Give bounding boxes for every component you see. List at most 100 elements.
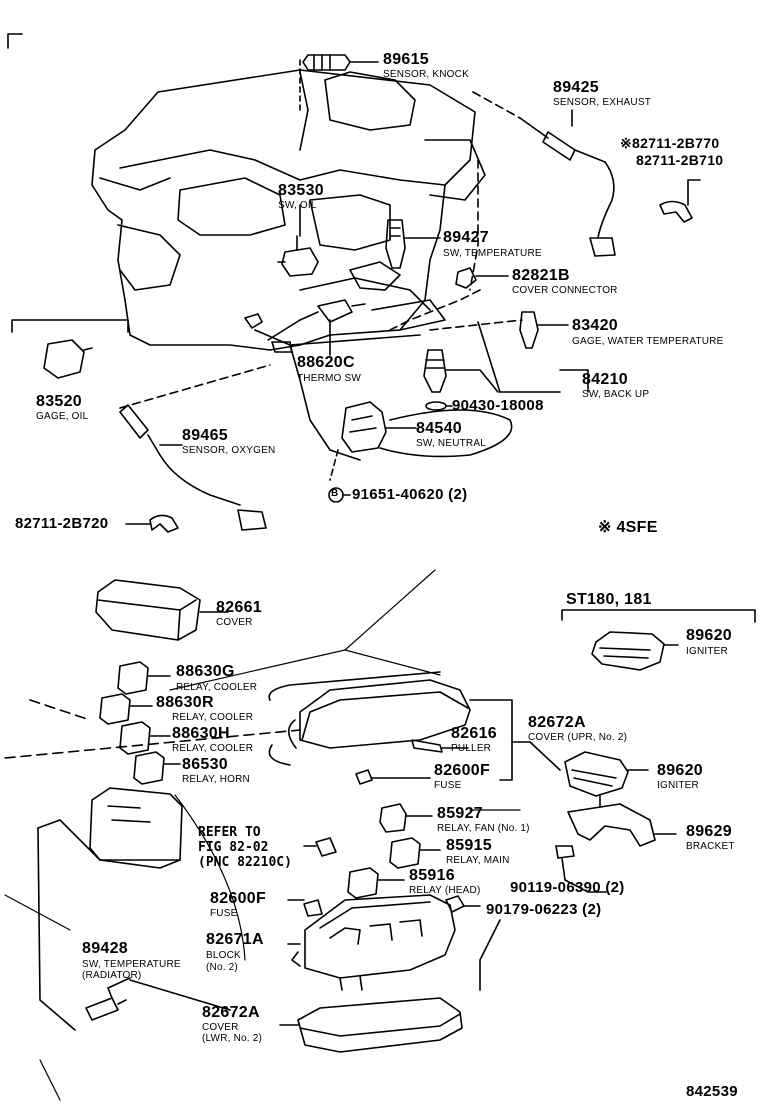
part-89425-number: 89425: [553, 79, 599, 96]
part-82672a-upr-number: 82672A: [528, 714, 586, 731]
refer-note-line-3: (PNC 82210C): [198, 855, 292, 870]
part-89620-upper-number: 89620: [686, 627, 732, 644]
relay-main-illustration: [389, 837, 441, 869]
part-82661-number: 82661: [216, 599, 262, 616]
oxygen-sensor-illustration: [119, 364, 271, 531]
part-84210-number: 84210: [582, 371, 628, 388]
radiator-temp-switch-illustration: [85, 977, 131, 1021]
refer-note-line-1: REFER TO: [198, 825, 261, 840]
part-83520-number: 83520: [36, 393, 82, 410]
part-82821b-number: 82821B: [512, 267, 570, 284]
part-86530-number: 86530: [182, 756, 228, 773]
clip-82711-2b720-illustration: [149, 514, 179, 533]
exhaust-sensor-illustration: [519, 109, 616, 257]
part-82672a-lwr-desc-1: COVER: [202, 1022, 239, 1033]
part-89428-desc-2: (RADIATOR): [82, 970, 142, 981]
diagram-number: 842539: [686, 1083, 738, 1100]
relay-block-base-illustration: [37, 787, 183, 1031]
washer-illustration: [425, 401, 447, 411]
part-88630h-number: 88630H: [172, 725, 230, 742]
part-85916-number: 85916: [409, 867, 455, 884]
water-temp-gauge-illustration: [429, 311, 569, 349]
part-88630r-desc: RELAY, COOLER: [172, 712, 254, 723]
part-82672a-lwr-number: 82672A: [202, 1004, 260, 1021]
relay-fan-illustration: [379, 803, 433, 833]
part-88630r-number: 88630R: [156, 694, 214, 711]
part-82616-number: 82616: [451, 725, 497, 742]
part-82600f-upper-number: 82600F: [434, 762, 491, 779]
part-89615-desc: SENSOR, KNOCK: [383, 69, 469, 80]
part-90430-number: 90430-18008: [452, 397, 544, 414]
relay-horn-illustration: [133, 751, 181, 785]
part-88620c-desc: THERMO SW: [297, 373, 362, 384]
clip-82711-2b710-illustration: [659, 200, 693, 223]
backup-switch-illustration: [423, 321, 589, 393]
part-82672a-upr-desc: COVER (UPR, No. 2): [528, 732, 628, 743]
relay-cooler-r-illustration: [99, 693, 153, 725]
part-88620c-number: 88620C: [297, 354, 355, 371]
relay-cooler-h-illustration: [119, 721, 171, 755]
part-82711-2b710-number: 82711-2B710: [636, 152, 724, 168]
cover-connector-illustration: [455, 267, 477, 289]
temp-switch-89427-illustration: [385, 219, 441, 269]
part-83520-desc: GAGE, OIL: [36, 411, 89, 422]
part-83530-desc: SW, OIL: [278, 200, 317, 211]
oil-gauge-illustration: [11, 319, 129, 379]
part-89428-desc-1: SW, TEMPERATURE: [82, 959, 181, 970]
part-85915-number: 85915: [446, 837, 492, 854]
knock-sensor-illustration: [302, 54, 379, 71]
part-82600f-lower-number: 82600F: [210, 890, 267, 907]
part-82600f-lower-desc: FUSE: [210, 908, 238, 919]
refer-fuse-illustration: [315, 837, 337, 857]
part-84210-desc: SW, BACK UP: [582, 389, 650, 400]
bolt-illustration: [555, 845, 607, 893]
part-89615-number: 89615: [383, 51, 429, 68]
oil-switch-illustration: [277, 204, 319, 277]
part-89427-desc: SW, TEMPERATURE: [443, 248, 542, 259]
part-84540-number: 84540: [416, 420, 462, 437]
part-89465-desc: SENSOR, OXYGEN: [182, 445, 276, 456]
part-83420-desc: GAGE, WATER TEMPERATURE: [572, 336, 724, 347]
fuse-82600f-upper-illustration: [355, 769, 373, 785]
model-group-label: ST180, 181: [566, 591, 652, 608]
thermo-switch-illustration: [267, 299, 366, 356]
part-89427-number: 89427: [443, 229, 489, 246]
fuse-82600f-lower-illustration: [303, 899, 323, 917]
part-89629-desc: BRACKET: [686, 841, 735, 852]
relay-head-illustration: [347, 867, 405, 899]
part-83420-number: 83420: [572, 317, 618, 334]
part-86530-desc: RELAY, HORN: [182, 774, 250, 785]
block-82671a-illustration: [287, 894, 456, 991]
circle-b-letter: B: [331, 488, 339, 499]
relay-cooler-g-illustration: [117, 661, 171, 695]
part-88630g-number: 88630G: [176, 663, 235, 680]
cover-82661-illustration: [95, 579, 229, 641]
part-82671a-number: 82671A: [206, 931, 264, 948]
part-82616-desc: PULLER: [451, 743, 492, 754]
part-82671a-desc-1: BLOCK: [206, 950, 241, 961]
puller-illustration: [411, 739, 443, 753]
part-82661-desc: COVER: [216, 617, 253, 628]
engine-block-illustration: [91, 69, 486, 461]
part-82672a-lwr-desc-2: (LWR, No. 2): [202, 1033, 262, 1044]
variant-note: ※ 4SFE: [598, 519, 658, 536]
igniter-89620-lower-illustration: [511, 741, 649, 797]
part-89620-lower-desc: IGNITER: [657, 780, 699, 791]
part-89428-number: 89428: [82, 940, 128, 957]
bracket-illustration: [567, 795, 677, 847]
part-82711-2b720-number: 82711-2B720: [15, 515, 109, 532]
part-85916-desc: RELAY (HEAD): [409, 885, 481, 896]
part-89425-desc: SENSOR, EXHAUST: [553, 97, 652, 108]
cover-upr-illustration: [268, 671, 513, 781]
part-89629-number: 89629: [686, 823, 732, 840]
part-82821b-desc: COVER CONNECTOR: [512, 285, 618, 296]
part-82600f-upper-desc: FUSE: [434, 780, 462, 791]
cover-lwr-illustration: [279, 919, 501, 1053]
part-83530-number: 83530: [278, 182, 324, 199]
part-88630g-desc: RELAY, COOLER: [176, 682, 258, 693]
part-82711-2b770-number: ※82711-2B770: [620, 135, 720, 151]
igniter-89620-upper-illustration: [591, 631, 679, 671]
refer-note-line-2: FIG 82-02: [198, 840, 269, 855]
